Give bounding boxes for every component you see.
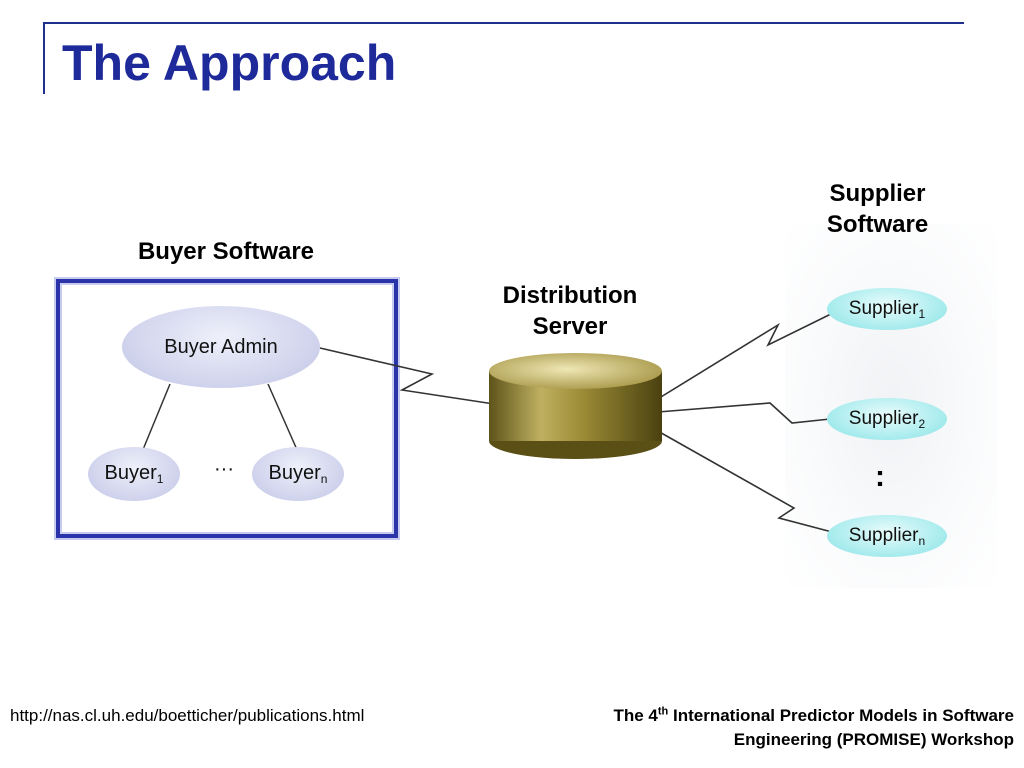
- admin-to-server-link: [319, 347, 495, 405]
- buyer-n-node: Buyern: [252, 447, 344, 501]
- supplier-n-node: Suppliern: [827, 515, 947, 557]
- distribution-heading-line1: Distribution: [502, 282, 638, 309]
- buyer-ellipsis: ···: [214, 458, 234, 480]
- supplier-1-label: Supplier1: [848, 297, 926, 321]
- supplier-2-node: Supplier2: [827, 398, 947, 440]
- buyer-1-node: Buyer1: [88, 447, 180, 501]
- buyer-1-label: Buyer1: [104, 462, 164, 486]
- distribution-heading-line2: Server: [532, 313, 608, 341]
- footer-url[interactable]: http://nas.cl.uh.edu/boetticher/publicat…: [10, 706, 365, 725]
- admin-to-buyer1-line: [141, 383, 171, 453]
- supplier-heading-line2: Software: [826, 211, 929, 239]
- footer-conference: The 4th International Predictor Models i…: [534, 704, 1014, 752]
- title-rule-top: [43, 22, 964, 24]
- server-to-suppliern-link: [655, 429, 833, 533]
- supplier-heading-line1: Supplier: [829, 180, 926, 207]
- footer-conference-line2: Engineering (PROMISE) Workshop: [733, 729, 1014, 749]
- distribution-server-heading: Distribution Server: [470, 280, 670, 342]
- slide-title: The Approach: [62, 35, 397, 91]
- footer-conference-line1: The 4th International Predictor Models i…: [613, 705, 1014, 725]
- supplier-n-label: Suppliern: [848, 524, 926, 548]
- supplier-separator: :: [875, 460, 885, 493]
- supplier-1-node: Supplier1: [827, 288, 947, 330]
- buyer-admin-node: Buyer Admin: [122, 306, 320, 388]
- buyer-admin-label: Buyer Admin: [164, 335, 278, 358]
- supplier-software-heading: Supplier Software: [790, 178, 965, 240]
- admin-to-buyern-line: [267, 383, 299, 453]
- supplier-2-label: Supplier2: [848, 407, 926, 431]
- buyer-n-label: Buyern: [268, 462, 328, 486]
- distribution-server-cylinder: [489, 353, 662, 459]
- buyer-software-box: [56, 279, 398, 538]
- title-rule-left: [43, 22, 45, 94]
- server-to-supplier2-link: [657, 402, 831, 424]
- buyer-software-heading: Buyer Software: [137, 238, 315, 265]
- server-to-supplier1-link: [655, 311, 836, 401]
